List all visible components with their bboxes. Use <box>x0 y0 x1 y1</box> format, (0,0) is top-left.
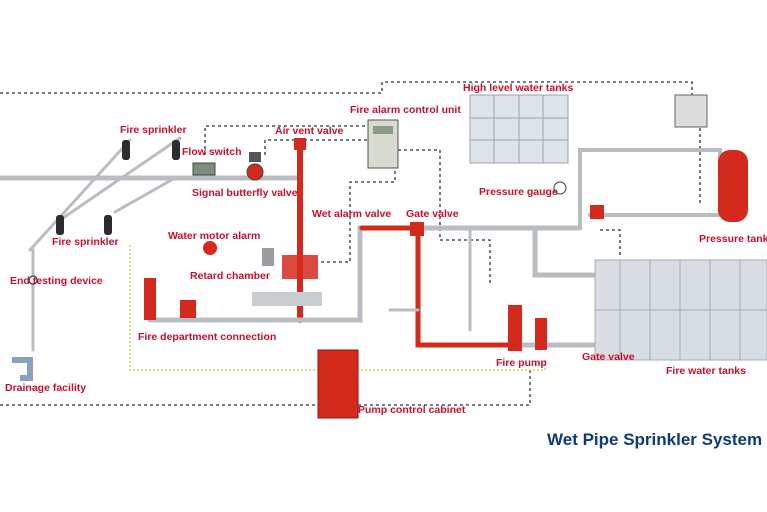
water-motor-alarm-icon <box>203 241 217 255</box>
label-gate-valve-bottom: Gate valve <box>582 351 635 363</box>
label-pressure-gauge: Pressure gauge <box>479 186 558 198</box>
high-level-tank-icon <box>469 94 569 164</box>
label-air-vent-valve: Air vent valve <box>275 125 344 137</box>
fire-pump-icon <box>508 305 547 351</box>
flow-switch-icon <box>192 162 216 176</box>
retard-chamber-icon <box>262 248 274 266</box>
control-unit-icon <box>367 119 399 169</box>
diagram-title: Wet Pipe Sprinkler System <box>547 430 763 449</box>
label-fire-pump: Fire pump <box>496 357 547 369</box>
pump-control-cabinet-icon <box>317 349 359 419</box>
signal-wiring <box>0 81 701 406</box>
label-water-motor-alarm: Water motor alarm <box>168 230 261 242</box>
fire-water-tank-icon <box>594 259 767 361</box>
pressure-gauge-icon <box>553 181 567 195</box>
pressure-tank-icon <box>718 150 748 222</box>
label-signal-butterfly-valve: Signal butterfly valve <box>192 187 298 199</box>
label-flow-switch: Flow switch <box>182 146 242 158</box>
label-pump-control-cabinet: Pump control cabinet <box>358 404 466 416</box>
label-fire-sprinkler-left: Fire sprinkler <box>52 236 119 248</box>
label-fire-sprinkler-top: Fire sprinkler <box>120 124 187 136</box>
wet-alarm-valve-icon <box>252 255 322 306</box>
sprinkler-head-icon <box>56 140 180 235</box>
label-fire-department-connection: Fire department connection <box>138 331 277 343</box>
label-wet-alarm-valve: Wet alarm valve <box>312 208 392 220</box>
label-fire-alarm-control-unit: Fire alarm control unit <box>350 104 461 116</box>
label-drainage-facility: Drainage facility <box>5 382 87 394</box>
end-testing-device-icon <box>28 275 38 285</box>
fire-department-connection-icon <box>144 278 196 320</box>
butterfly-valve-icon <box>246 152 264 181</box>
label-fire-water-tanks: Fire water tanks <box>666 365 746 377</box>
control-box-icon <box>674 94 708 128</box>
label-pressure-tank: Pressure tank <box>699 233 767 245</box>
label-end-testing-device: End testing device <box>10 275 103 287</box>
drainage-facility-icon <box>12 357 33 381</box>
air-vent-valve-icon <box>294 138 306 150</box>
label-gate-valve-top: Gate valve <box>406 208 459 220</box>
label-retard-chamber: Retard chamber <box>190 270 270 282</box>
label-high-level-water-tanks: High level water tanks <box>463 82 574 94</box>
